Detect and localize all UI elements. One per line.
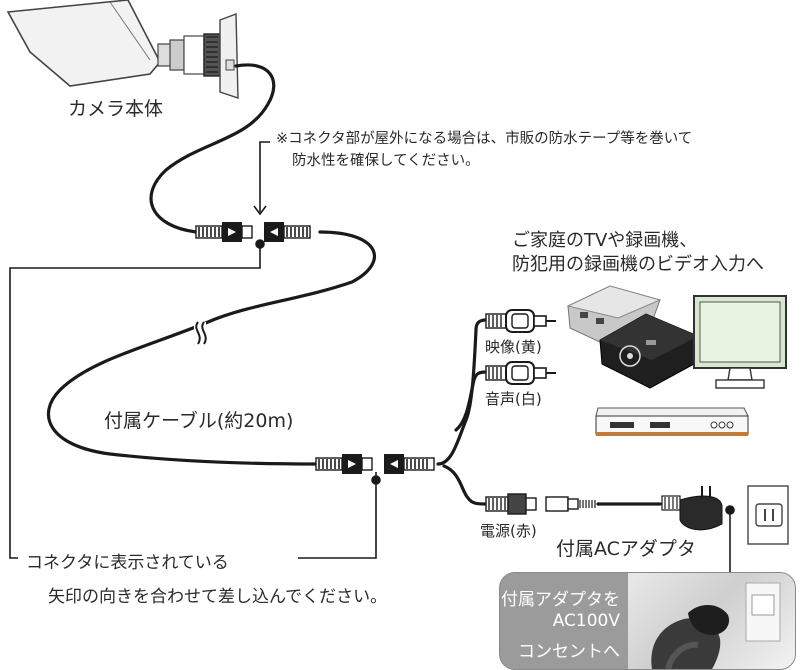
connector-pair-camera-side (195, 222, 311, 242)
connector-note-line2: 矢印の向きを合わせて差し込んでください。 (48, 587, 388, 607)
adapter-to-outlet-line2: AC100V (552, 611, 620, 631)
rca-plug-icon (485, 309, 556, 333)
power-red-label: 電源(赤) (480, 522, 537, 540)
video-yellow-label: 映像(黄) (485, 338, 542, 356)
connector-pair-recorder-side (315, 454, 435, 474)
destination-line1: ご家庭のTVや録画機、 (512, 230, 698, 251)
ac-adapter-label: 付属ACアダプタ (556, 538, 696, 560)
plugging-photo (628, 573, 795, 669)
audio-white-label: 音声(白) (485, 390, 542, 408)
ac-adapter-icon (661, 486, 723, 531)
rca-plug-icon (485, 361, 556, 385)
camera-body-label: カメラ本体 (68, 98, 164, 120)
panel-text-area: 付属アダプタを AC100V コンセントへ (500, 573, 628, 669)
adapter-to-outlet-line3: コンセントへ (518, 642, 620, 662)
adapter-to-outlet-line1: 付属アダプタを (501, 590, 620, 610)
recorder-icon (599, 313, 699, 389)
dvr-icon (566, 285, 662, 345)
connector-note-line1: コネクタに表示されている (26, 553, 229, 573)
set-top-recorder-icon (595, 407, 749, 436)
cable-label: 付属ケーブル(約20m) (104, 410, 294, 432)
wall-outlet-icon (747, 485, 789, 545)
cable (46, 63, 662, 506)
monitor-icon (693, 295, 787, 389)
camera-icon (6, 0, 239, 99)
waterproof-note-line1: ※コネクタ部が屋外になる場合は、市販の防水テープ等を巻いて (276, 131, 693, 147)
destination-line2: 防犯用の録画機のビデオ入力へ (512, 254, 764, 275)
waterproof-note-line2: 防水性を確保してください。 (292, 153, 480, 169)
dc-plug-icon (485, 493, 596, 515)
cable-break-icon (194, 321, 207, 345)
adapter-to-outlet-panel: 付属アダプタを AC100V コンセントへ (499, 572, 796, 670)
leader-lines (9, 141, 735, 572)
